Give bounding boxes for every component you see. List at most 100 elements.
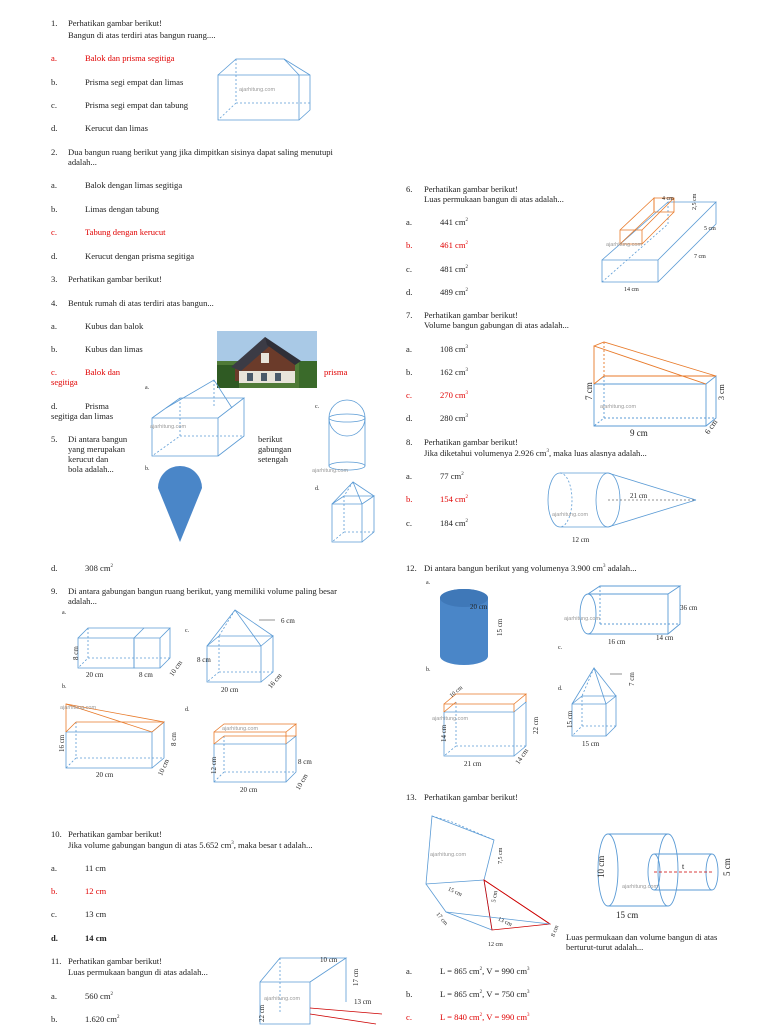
q7-option-a-key[interactable]: a. <box>406 344 412 354</box>
q2-option-a-key[interactable]: a. <box>51 180 57 190</box>
q13-question-cont: berturut-turut adalah... <box>566 942 644 952</box>
q11-option-b[interactable]: 1.620 cm2 <box>85 1014 119 1025</box>
q5-fig-b-label: b. <box>145 466 150 472</box>
q10-option-c-key[interactable]: c. <box>51 909 57 919</box>
q6-option-b[interactable]: 461 cm2 <box>440 240 468 251</box>
q1-option-b-key[interactable]: b. <box>51 77 58 87</box>
q13-dim-g: 12 cm <box>488 942 503 948</box>
q8-c-val: 184 cm <box>440 518 466 528</box>
q12-fig-c-label: c. <box>558 645 563 651</box>
q6-option-c[interactable]: 481 cm2 <box>440 264 468 275</box>
q7-option-a[interactable]: 108 cm3 <box>440 344 468 355</box>
q4-option-c-cont2[interactable]: segitiga <box>51 377 78 387</box>
q4-option-b-key[interactable]: b. <box>51 344 58 354</box>
q6-option-a[interactable]: 441 cm2 <box>440 217 468 228</box>
q8-option-a-key[interactable]: a. <box>406 471 412 481</box>
q10-option-a-key[interactable]: a. <box>51 863 57 873</box>
q1-option-b[interactable]: Prisma segi empat dan limas <box>85 77 184 87</box>
q11-option-a-key[interactable]: a. <box>51 991 57 1001</box>
q7-option-c[interactable]: 270 cm3 <box>440 390 468 401</box>
q6-option-d[interactable]: 489 cm2 <box>440 287 468 298</box>
q1-option-a-key[interactable]: a. <box>51 53 57 63</box>
q7-option-c-key[interactable]: c. <box>406 390 412 400</box>
q13-option-a-key[interactable]: a. <box>406 966 412 976</box>
q8-option-b[interactable]: 154 cm2 <box>440 494 468 505</box>
q12-d-h: 15 cm <box>566 710 574 728</box>
q2-option-b[interactable]: Limas dengan tabung <box>85 204 159 214</box>
q4-option-c-cont[interactable]: prisma <box>324 367 348 377</box>
q1-option-d-key[interactable]: d. <box>51 123 58 133</box>
q9-fig-b-label: b. <box>62 684 67 690</box>
q12-figure-c: ajarhitung.com 36 cm 16 cm 14 cm <box>564 585 698 646</box>
q12-c-d: 14 cm <box>656 634 674 642</box>
q13-dim-d: 5 cm <box>491 890 499 903</box>
q5-right2: gabungan <box>258 444 292 454</box>
q2-option-c[interactable]: Tabung dengan kerucut <box>85 227 166 237</box>
q10-option-a[interactable]: 11 cm <box>85 863 106 873</box>
q10-option-b[interactable]: 12 cm <box>85 886 107 896</box>
q11-sup: 2 <box>110 992 114 998</box>
q7-option-b[interactable]: 162 cm3 <box>440 367 468 378</box>
q7-sup-d: 3 <box>465 414 469 420</box>
q9-figure-a: 8 cm 20 cm 8 cm 10 cm <box>72 627 185 679</box>
q5-option-d-key[interactable]: d. <box>51 563 58 573</box>
q7-option-d[interactable]: 280 cm3 <box>440 413 468 424</box>
q5-figure-b-cone-hemisphere <box>158 466 202 542</box>
q11-stem: Perhatikan gambar berikut! <box>68 956 163 966</box>
q11-dim-b: 17 cm <box>352 968 360 986</box>
q2-option-a[interactable]: Balok dengan limas segitiga <box>85 180 183 190</box>
q6-option-b-key[interactable]: b. <box>406 240 413 250</box>
q9-d-width: 20 cm <box>240 786 258 794</box>
q5-right3: setengah <box>258 454 289 464</box>
q4-option-d-key[interactable]: d. <box>51 401 58 411</box>
q2-option-d-key[interactable]: d. <box>51 251 58 261</box>
q11-dim-d: 22 cm <box>258 1004 266 1022</box>
q8-option-b-key[interactable]: b. <box>406 494 413 504</box>
q4-option-c-key[interactable]: c. <box>51 367 57 377</box>
q10-option-d-key[interactable]: d. <box>51 933 58 943</box>
q13-option-c-key[interactable]: c. <box>406 1012 412 1022</box>
q2-option-b-key[interactable]: b. <box>51 204 58 214</box>
q6-option-c-key[interactable]: c. <box>406 264 412 274</box>
q10-option-c[interactable]: 13 cm <box>85 909 107 919</box>
q11-question: Luas permukaan bangun di atas adalah... <box>68 967 208 977</box>
q8-a-val: 77 cm <box>440 471 462 481</box>
q10-option-b-key[interactable]: b. <box>51 886 58 896</box>
q1-option-d[interactable]: Kerucut dan limas <box>85 123 149 133</box>
q8-option-a[interactable]: 77 cm2 <box>440 471 464 482</box>
q4-option-d[interactable]: Prisma <box>85 401 109 411</box>
q5-figure-d-cube-pyramid <box>331 481 376 543</box>
q13-option-b[interactable]: L = 865 cm2, V = 750 cm3 <box>440 989 530 1000</box>
q1-option-a[interactable]: Balok dan prisma segitiga <box>85 53 175 63</box>
q13-option-b-key[interactable]: b. <box>406 989 413 999</box>
q8-option-c[interactable]: 184 cm2 <box>440 518 468 529</box>
q5-option-d[interactable]: 308 cm2 <box>85 563 113 574</box>
q7-option-d-key[interactable]: d. <box>406 413 413 423</box>
q2-option-d[interactable]: Kerucut dengan prisma segitiga <box>85 251 195 261</box>
q12-number: 12. <box>406 563 417 573</box>
q1-option-c-key[interactable]: c. <box>51 100 57 110</box>
q2-option-c-key[interactable]: c. <box>51 227 57 237</box>
q8-option-c-key[interactable]: c. <box>406 518 412 528</box>
watermark: ajarhitung.com <box>432 716 468 722</box>
q13-option-a[interactable]: L = 865 cm2, V = 990 cm3 <box>440 966 530 977</box>
q12-fig-b-label: b. <box>426 667 431 673</box>
q9-number: 9. <box>51 586 58 596</box>
q1-option-c[interactable]: Prisma segi empat dan tabung <box>85 100 189 110</box>
q7-option-b-key[interactable]: b. <box>406 367 413 377</box>
q13-c-sup2: 3 <box>527 1013 530 1019</box>
q10-option-d[interactable]: 14 cm <box>85 933 107 943</box>
q4-option-a[interactable]: Kubus dan balok <box>85 321 144 331</box>
q9-b-height: 16 cm <box>58 734 66 752</box>
q4-option-a-key[interactable]: a. <box>51 321 57 331</box>
q11-option-b-key[interactable]: b. <box>51 1014 58 1024</box>
q7-sup-c: 3 <box>465 391 469 397</box>
q12-a-d: 20 cm <box>470 603 488 611</box>
q6-option-a-key[interactable]: a. <box>406 217 412 227</box>
q4-option-c[interactable]: Balok dan <box>85 367 121 377</box>
q13-option-c[interactable]: L = 840 cm2, V = 990 cm3 <box>440 1012 530 1023</box>
q6-option-d-key[interactable]: d. <box>406 287 413 297</box>
q11-option-a[interactable]: 560 cm2 <box>85 991 113 1002</box>
q4-option-b[interactable]: Kubus dan limas <box>85 344 143 354</box>
q9-figure-d: ajarhitung.com 12 cm 20 cm 8 cm 10 cm <box>210 723 312 794</box>
